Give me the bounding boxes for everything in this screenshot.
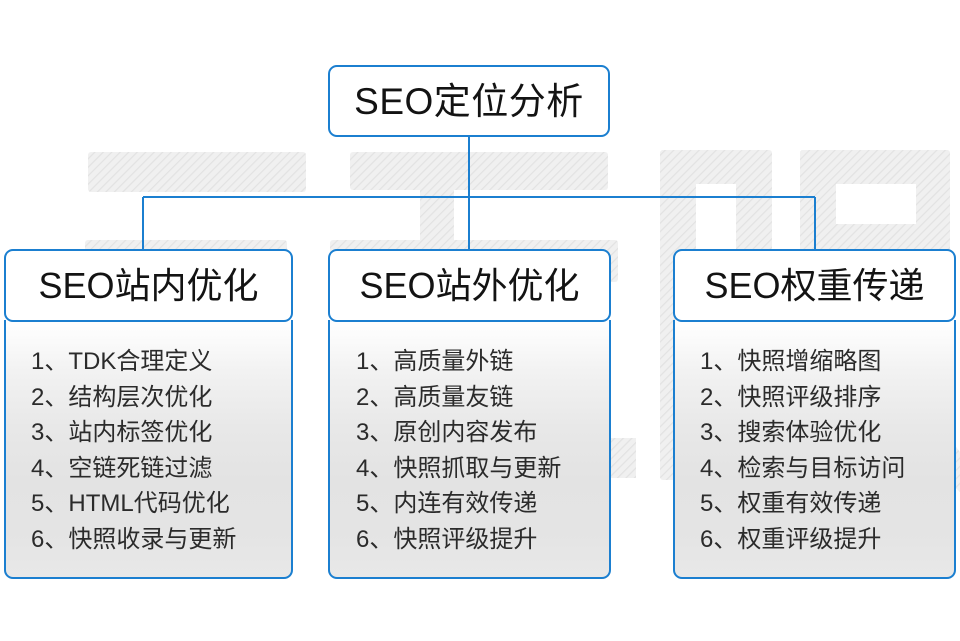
branch-header-onsite[interactable]: SEO站内优化 bbox=[4, 249, 293, 322]
branch-body-onsite: 1、TDK合理定义 2、结构层次优化 3、站内标签优化 4、空链死链过滤 5、H… bbox=[4, 320, 293, 579]
list-item-label: 权重有效传递 bbox=[737, 490, 882, 517]
branch-header-label: SEO站内优化 bbox=[38, 264, 259, 306]
branch-header-label: SEO权重传递 bbox=[704, 264, 925, 306]
list-item-number: 4、 bbox=[356, 454, 394, 482]
list-item-number: 3、 bbox=[31, 419, 69, 446]
list-item-label: HTML代码优化 bbox=[68, 490, 230, 517]
list-item[interactable]: 5、HTML代码优化 bbox=[31, 486, 291, 522]
list-item[interactable]: 1、TDK合理定义 bbox=[31, 344, 291, 380]
list-item-label: 高质量友链 bbox=[393, 383, 514, 411]
branch-header-weight-transfer[interactable]: SEO权重传递 bbox=[673, 249, 956, 322]
list-item[interactable]: 4、检索与目标访问 bbox=[700, 451, 954, 487]
branch-body-offsite: 1、高质量外链 2、高质量友链 3、原创内容发布 4、快照抓取与更新 5、内连有… bbox=[328, 320, 611, 579]
list-item[interactable]: 6、快照评级提升 bbox=[356, 522, 609, 558]
list-item-label: 快照抓取与更新 bbox=[393, 454, 562, 482]
list-item-number: 1、 bbox=[700, 348, 738, 375]
list-item-label: 快照评级提升 bbox=[393, 525, 538, 553]
list-item-number: 2、 bbox=[700, 383, 738, 411]
list-item-label: 检索与目标访问 bbox=[737, 454, 906, 482]
list-item[interactable]: 1、快照增缩略图 bbox=[700, 344, 954, 380]
list-item-number: 3、 bbox=[700, 419, 738, 446]
list-item-number: 2、 bbox=[31, 383, 69, 411]
list-item-label: 结构层次优化 bbox=[68, 383, 213, 411]
root-node-seo-positioning-analysis[interactable]: SEO定位分析 bbox=[328, 65, 610, 137]
branch-header-label: SEO站外优化 bbox=[359, 264, 580, 306]
list-item-label: 搜索体验优化 bbox=[737, 419, 882, 446]
list-item-label: 权重评级提升 bbox=[737, 525, 882, 553]
item-list-offsite: 1、高质量外链 2、高质量友链 3、原创内容发布 4、快照抓取与更新 5、内连有… bbox=[330, 344, 609, 557]
list-item[interactable]: 6、快照收录与更新 bbox=[31, 522, 291, 558]
list-item[interactable]: 4、空链死链过滤 bbox=[31, 451, 291, 487]
list-item-label: 快照评级排序 bbox=[737, 383, 882, 411]
branch-header-offsite[interactable]: SEO站外优化 bbox=[328, 249, 611, 322]
list-item-number: 1、 bbox=[356, 348, 394, 375]
list-item-label: 快照增缩略图 bbox=[737, 348, 882, 375]
list-item-number: 1、 bbox=[31, 348, 69, 375]
list-item[interactable]: 2、高质量友链 bbox=[356, 380, 609, 416]
list-item[interactable]: 3、原创内容发布 bbox=[356, 415, 609, 451]
list-item[interactable]: 6、权重评级提升 bbox=[700, 522, 954, 558]
list-item-label: 快照收录与更新 bbox=[68, 525, 237, 553]
list-item[interactable]: 1、高质量外链 bbox=[356, 344, 609, 380]
list-item-label: 站内标签优化 bbox=[68, 419, 213, 446]
list-item[interactable]: 3、搜索体验优化 bbox=[700, 415, 954, 451]
list-item-label: 内连有效传递 bbox=[393, 490, 538, 517]
list-item[interactable]: 4、快照抓取与更新 bbox=[356, 451, 609, 487]
list-item-number: 5、 bbox=[700, 490, 738, 517]
list-item-number: 6、 bbox=[356, 525, 394, 553]
list-item-number: 5、 bbox=[356, 490, 394, 517]
list-item-label: 高质量外链 bbox=[393, 348, 514, 375]
list-item[interactable]: 2、结构层次优化 bbox=[31, 380, 291, 416]
list-item-number: 6、 bbox=[700, 525, 738, 553]
item-list-onsite: 1、TDK合理定义 2、结构层次优化 3、站内标签优化 4、空链死链过滤 5、H… bbox=[6, 344, 291, 557]
list-item[interactable]: 5、权重有效传递 bbox=[700, 486, 954, 522]
list-item[interactable]: 2、快照评级排序 bbox=[700, 380, 954, 416]
list-item-label: TDK合理定义 bbox=[68, 348, 213, 375]
list-item[interactable]: 3、站内标签优化 bbox=[31, 415, 291, 451]
list-item-number: 4、 bbox=[700, 454, 738, 482]
list-item-label: 空链死链过滤 bbox=[68, 454, 213, 482]
list-item-number: 2、 bbox=[356, 383, 394, 411]
branch-body-weight-transfer: 1、快照增缩略图 2、快照评级排序 3、搜索体验优化 4、检索与目标访问 5、权… bbox=[673, 320, 956, 579]
list-item[interactable]: 5、内连有效传递 bbox=[356, 486, 609, 522]
list-item-number: 4、 bbox=[31, 454, 69, 482]
list-item-number: 5、 bbox=[31, 490, 69, 517]
list-item-number: 3、 bbox=[356, 419, 394, 446]
list-item-number: 6、 bbox=[31, 525, 69, 553]
root-node-label: SEO定位分析 bbox=[354, 80, 584, 122]
item-list-weight-transfer: 1、快照增缩略图 2、快照评级排序 3、搜索体验优化 4、检索与目标访问 5、权… bbox=[675, 344, 954, 557]
list-item-label: 原创内容发布 bbox=[393, 419, 538, 446]
